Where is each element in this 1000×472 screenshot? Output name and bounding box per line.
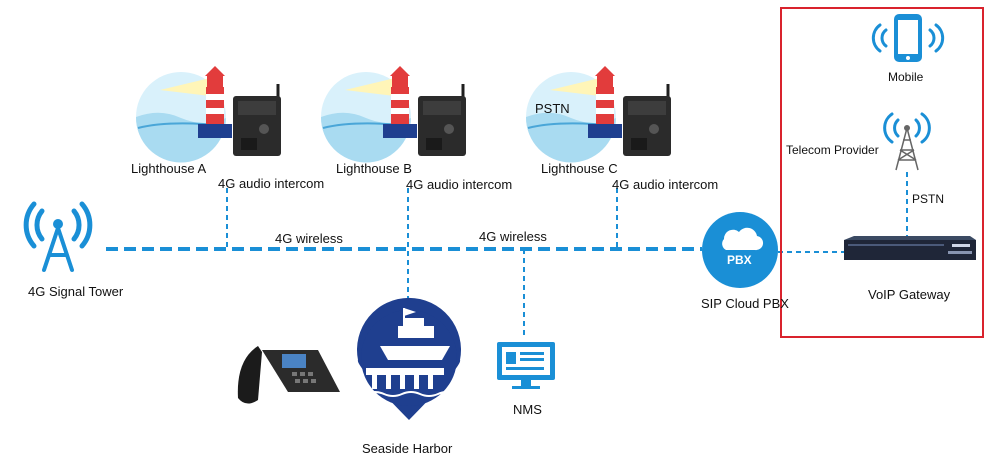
- pbx-label: SIP Cloud PBX: [701, 296, 789, 311]
- telecom-provider-frame: [780, 7, 984, 338]
- nms-label: NMS: [513, 402, 542, 417]
- mobile-label: Mobile: [888, 70, 924, 84]
- desk-phone-icon: [237, 346, 340, 404]
- lighthouse-a-label: Lighthouse A: [131, 161, 207, 176]
- intercom-c-device: [623, 84, 671, 156]
- monitor-icon: [497, 342, 555, 389]
- intercom-a-device: [233, 84, 281, 156]
- lighthouse-c-overlay-text: PSTN: [535, 101, 570, 116]
- lighthouse-c-label: Lighthouse C: [541, 161, 618, 176]
- lattice-tower-icon: [883, 112, 931, 171]
- wireless-link-label-2: 4G wireless: [479, 229, 547, 244]
- telecom-provider-label: Telecom Provider: [786, 143, 879, 157]
- voip-gateway-label: VoIP Gateway: [868, 287, 951, 302]
- harbor-label: Seaside Harbor: [362, 441, 453, 456]
- lighthouse-b-icon: [320, 66, 417, 163]
- smartphone-icon: [871, 14, 945, 62]
- wireless-link-label-1: 4G wireless: [275, 231, 343, 246]
- signal-tower-label: 4G Signal Tower: [28, 284, 124, 299]
- antenna-tower-icon: [23, 201, 93, 272]
- lighthouse-b-label: Lighthouse B: [336, 161, 412, 176]
- lighthouse-c-icon: [525, 66, 622, 163]
- intercom-b-device: [418, 84, 466, 156]
- pbx-badge-text: PBX: [727, 253, 752, 267]
- rack-gateway-icon: [844, 236, 976, 260]
- intercom-a-label: 4G audio intercom: [218, 176, 325, 191]
- pstn-link-label: PSTN: [912, 192, 945, 206]
- pbx-cloud-icon: [702, 212, 778, 288]
- ship-harbor-icon: [357, 297, 462, 420]
- lighthouse-a-icon: [135, 66, 232, 163]
- intercom-c-label: 4G audio intercom: [612, 177, 719, 192]
- intercom-b-label: 4G audio intercom: [406, 177, 513, 192]
